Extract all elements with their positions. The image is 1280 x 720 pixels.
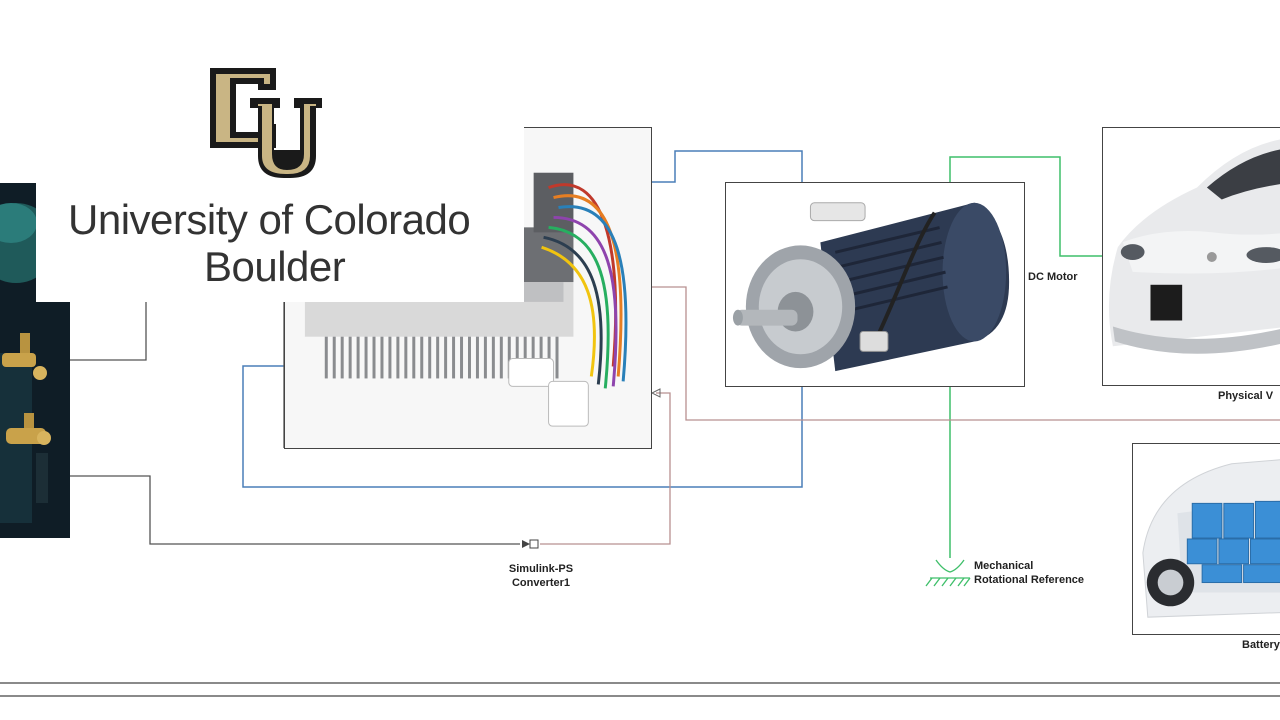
- dc-motor-photo-icon: [726, 183, 1024, 386]
- university-name-line1: University of Colorado: [68, 196, 471, 243]
- bottom-divider-1: [0, 682, 1280, 684]
- bottom-divider-2: [0, 695, 1280, 697]
- battery-label: Battery: [1242, 639, 1280, 651]
- signal-wire-source-bottom: [70, 475, 520, 545]
- signal-wire-source-top: [70, 302, 147, 361]
- converter-label-line1: Simulink-PS: [508, 563, 574, 575]
- dc-motor-block[interactable]: [725, 182, 1025, 387]
- electric-car-photo-icon: [1103, 128, 1280, 385]
- ev-battery-pack-photo-icon: [1133, 444, 1280, 634]
- power-source-block[interactable]: [0, 183, 70, 538]
- electrical-wire-top: [652, 150, 803, 183]
- physical-vehicle-label: Physical V: [1218, 390, 1274, 402]
- mechanical-ground-icon[interactable]: [925, 559, 971, 587]
- reference-label-line2: Rotational Reference: [974, 574, 1085, 586]
- simulink-ps-converter-label: Simulink-PS Converter1: [486, 562, 596, 590]
- physical-wire-motor-return: [652, 286, 1280, 421]
- dc-motor-label: DC Motor: [1028, 271, 1078, 283]
- cu-buffalo-logo-icon: [210, 68, 322, 178]
- university-name-line2: Boulder: [204, 243, 346, 290]
- mechanical-reference-label: Mechanical Rotational Reference: [974, 559, 1084, 587]
- physical-vehicle-block[interactable]: [1102, 127, 1280, 386]
- battery-block[interactable]: [1132, 443, 1280, 635]
- controller-port-arrow-icon: [650, 388, 661, 398]
- reference-label-line1: Mechanical: [974, 560, 1034, 572]
- electrical-wire-bottom: [242, 365, 803, 488]
- converter-label-line2: Converter1: [511, 577, 571, 589]
- mechanical-wire-vehicle: [949, 156, 1102, 257]
- physical-wire-converter: [540, 392, 671, 545]
- hydrogen-valve-photo-icon: [0, 183, 70, 538]
- simulink-ps-converter-icon[interactable]: [522, 539, 539, 549]
